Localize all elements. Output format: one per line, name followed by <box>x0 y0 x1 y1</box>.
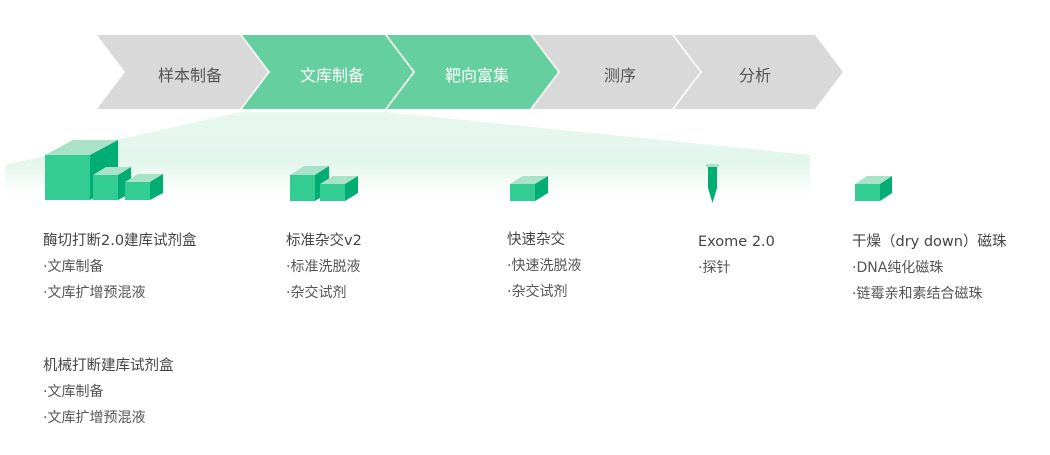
product-title: 酶切打断2.0建库试剂盒 <box>43 233 197 249</box>
product-title: Exome 2.0 <box>698 234 775 250</box>
product-item: ·杂交试剂 <box>507 284 568 300</box>
product-item: ·文库扩增预混液 <box>43 410 146 426</box>
product-fast-hybridization: 快速杂交 ·快速洗脱液 ·杂交试剂 <box>507 227 581 305</box>
magnetic-beads-box-icon <box>855 176 892 201</box>
product-title: 机械打断建库试剂盒 <box>43 358 174 374</box>
step-label-sequencing[interactable]: 测序 <box>603 66 636 85</box>
product-item: ·杂交试剂 <box>286 285 347 301</box>
step-arrow-1[interactable] <box>97 35 268 109</box>
product-dry-down-beads: 干燥（dry down）磁珠 ·DNA纯化磁珠 ·链霉亲和素结合磁珠 <box>852 229 1006 307</box>
product-title: 标准杂交v2 <box>286 233 362 249</box>
step-arrow-2[interactable] <box>242 35 413 109</box>
step-label-target-enrichment[interactable]: 靶向富集 <box>444 66 509 85</box>
product-exome: Exome 2.0 ·探针 <box>698 229 775 281</box>
product-item: ·探针 <box>698 260 731 276</box>
product-item: ·文库制备 <box>43 384 104 400</box>
product-item: ·标准洗脱液 <box>286 259 361 275</box>
step-arrow-5[interactable] <box>674 35 843 109</box>
probe-icon <box>706 164 719 203</box>
kit-box-icon <box>45 140 163 200</box>
product-mechanical-kit: 机械打断建库试剂盒 ·文库制备 ·文库扩增预混液 <box>43 353 174 431</box>
product-item: ·链霉亲和素结合磁珠 <box>852 286 983 302</box>
step-label-library-prep[interactable]: 文库制备 <box>299 66 364 85</box>
product-item: ·文库制备 <box>43 259 104 275</box>
product-standard-hybridization: 标准杂交v2 ·标准洗脱液 ·杂交试剂 <box>286 228 362 306</box>
product-item: ·文库扩增预混液 <box>43 285 146 301</box>
product-title: 干燥（dry down）磁珠 <box>852 234 1007 250</box>
step-arrow-3[interactable] <box>387 35 558 109</box>
product-item: ·快速洗脱液 <box>507 258 582 274</box>
product-enzymatic-kit: 酶切打断2.0建库试剂盒 ·文库制备 ·文库扩增预混液 <box>43 228 197 306</box>
product-title: 快速杂交 <box>507 232 565 248</box>
step-arrow-4[interactable] <box>532 35 700 109</box>
focus-fan <box>5 112 810 195</box>
fast-hybridization-box-icon <box>510 176 548 201</box>
product-item: ·DNA纯化磁珠 <box>852 260 944 276</box>
step-label-analysis[interactable]: 分析 <box>738 66 771 85</box>
step-label-sample-prep[interactable]: 样本制备 <box>157 66 222 85</box>
hybridization-box-icon <box>290 166 358 201</box>
